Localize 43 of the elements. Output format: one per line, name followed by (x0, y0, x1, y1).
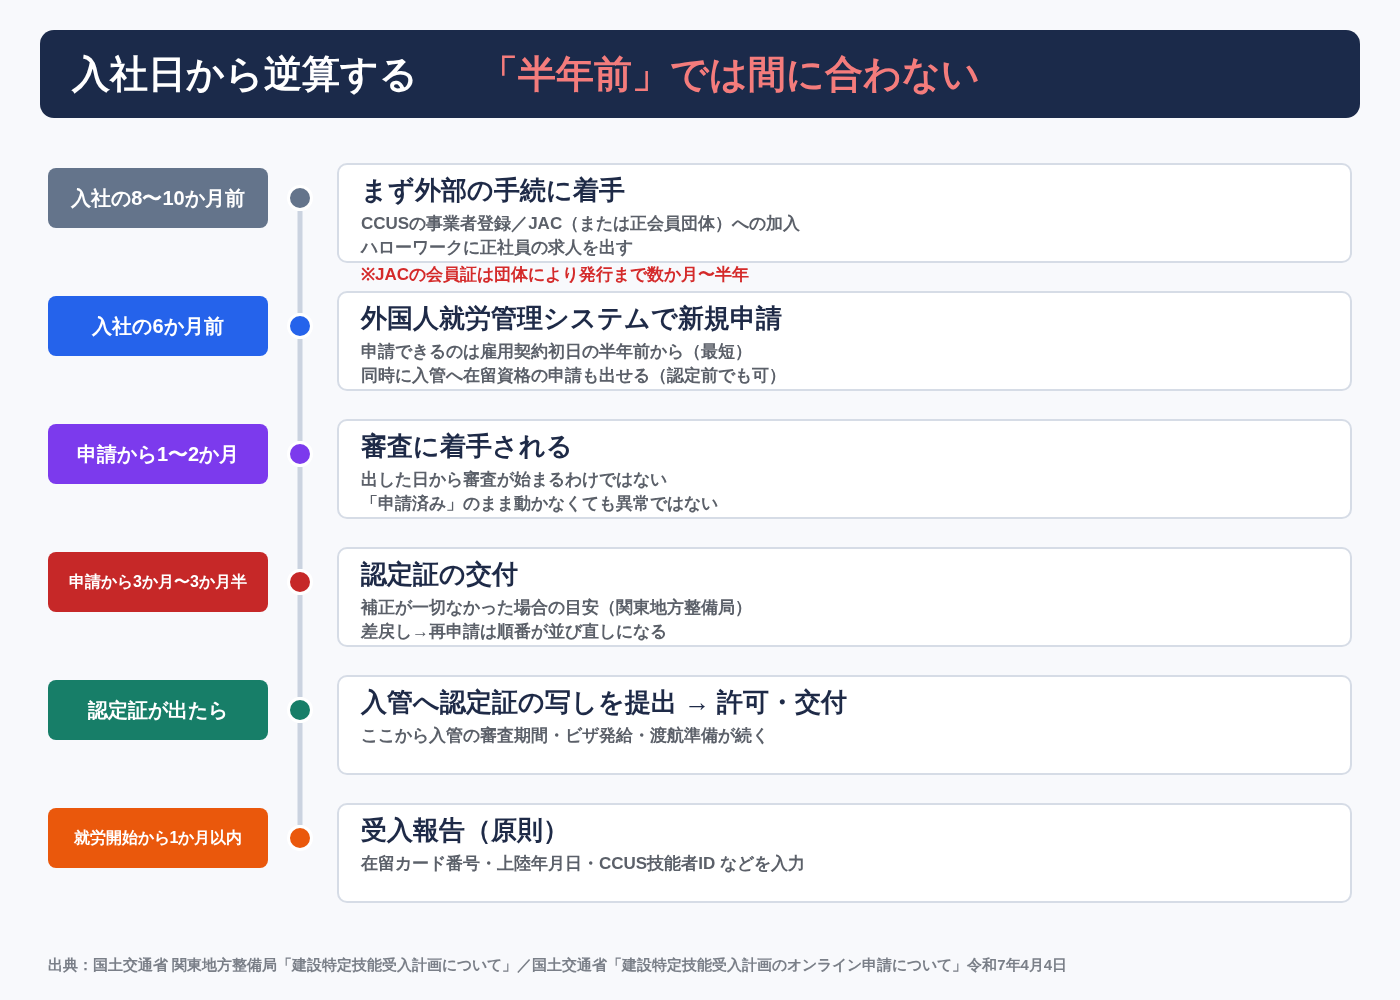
period-tag: 申請から1〜2か月 (48, 424, 268, 484)
step-heading: まず外部の手続に着手 (361, 174, 625, 207)
step-heading: 審査に着手される (361, 430, 573, 463)
step-note: 申請できるのは雇用契約初日の半年前から（最短） (361, 341, 752, 363)
timeline-dot (287, 569, 313, 595)
period-tag: 就労開始から1か月以内 (48, 808, 268, 868)
step-note: ハローワークに正社員の求人を出す (361, 237, 633, 259)
step-note: ここから入管の審査期間・ビザ発給・渡航準備が続く (361, 725, 769, 747)
step-note: 在留カード番号・上陸年月日・CCUS技能者ID などを入力 (361, 853, 805, 875)
step-card (337, 419, 1352, 519)
step-note: 同時に入管へ在留資格の申請も出せる（認定前でも可） (361, 365, 786, 387)
period-tag: 申請から3か月〜3か月半 (48, 552, 268, 612)
period-tag: 入社の8〜10か月前 (48, 168, 268, 228)
step-card (337, 291, 1352, 391)
period-tag: 入社の6か月前 (48, 296, 268, 356)
timeline-dot (287, 825, 313, 851)
step-heading: 受入報告（原則） (361, 814, 569, 847)
timeline-dot (287, 185, 313, 211)
period-tag: 認定証が出たら (48, 680, 268, 740)
step-note: 「申請済み」のまま動かなくても異常ではない (361, 493, 718, 515)
step-heading: 外国人就労管理システムで新規申請 (361, 302, 782, 335)
timeline-dot (287, 697, 313, 723)
timeline-line (297, 211, 303, 313)
step-card (337, 803, 1352, 903)
step-note: 補正が一切なかった場合の目安（関東地方整備局） (361, 597, 752, 619)
timeline-dot (287, 441, 313, 467)
step-card (337, 547, 1352, 647)
timeline-dot (287, 313, 313, 339)
timeline-line (297, 339, 303, 441)
timeline-line (297, 467, 303, 569)
source-note: 出典：国土交通省 関東地方整備局「建設特定技能受入計画について」／国土交通省「建設特定技能受入計画のオンライン申請について」令和7年4月4日 (48, 955, 1068, 975)
subtitle: 「半年前」では間に合わない (480, 52, 980, 96)
title: 入社日から逆算する (72, 52, 418, 96)
step-note: 出した日から審査が始まるわけではない (361, 469, 667, 491)
warning-note: ※JACの会員証は団体により発行まで数か月〜半年 (361, 265, 749, 285)
step-heading: 認定証の交付 (361, 558, 518, 591)
step-note: CCUSの事業者登録／JAC（または正会員団体）への加入 (361, 213, 801, 235)
timeline-line (297, 723, 303, 825)
timeline-line (297, 595, 303, 697)
step-card (337, 163, 1352, 263)
step-heading: 入管へ認定証の写しを提出 → 許可・交付 (361, 686, 848, 719)
step-card (337, 675, 1352, 775)
step-note: 差戻し→再申請は順番が並び直しになる (361, 621, 667, 643)
